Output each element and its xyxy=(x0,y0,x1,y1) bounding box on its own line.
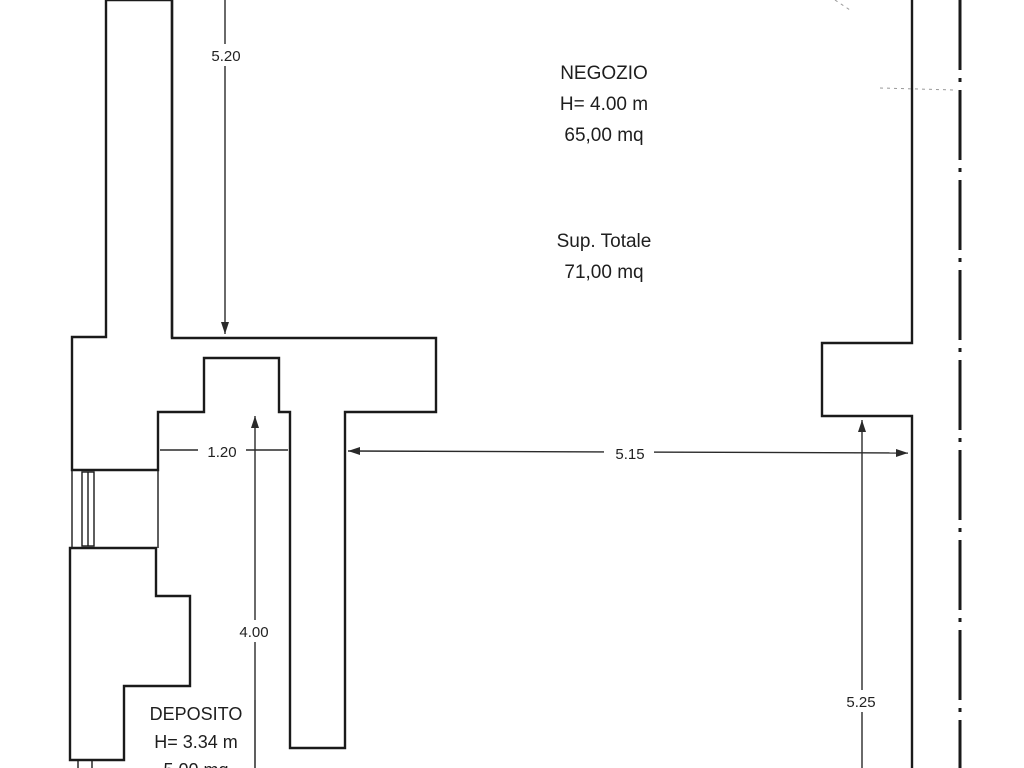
label-bg xyxy=(604,442,654,464)
label-bg xyxy=(134,700,260,768)
dimension-label-shop-depth-top: 5.20 xyxy=(211,48,240,65)
room-height-storage: H= 3.34 m xyxy=(154,732,238,752)
dimension-label-storage-width: 1.20 xyxy=(207,444,236,461)
faint-mark xyxy=(879,87,956,91)
dimension-arrow xyxy=(251,416,259,428)
label-bg xyxy=(203,44,249,66)
dimension-label-storage-depth: 4.00 xyxy=(239,624,268,641)
dimension-arrow xyxy=(858,420,866,432)
total-area-label: Sup. Totale xyxy=(557,231,652,252)
dimension-arrow xyxy=(221,322,229,334)
room-height-shop: H= 4.00 m xyxy=(560,94,648,115)
label-bg xyxy=(198,440,246,462)
room-area-storage: 5,00 mq xyxy=(163,760,228,768)
dimension-arrow xyxy=(896,449,908,457)
room-area-shop: 65,00 mq xyxy=(564,125,643,146)
right-wall-block xyxy=(820,0,914,768)
dimension-arrow xyxy=(348,447,360,455)
room-name-storage: DEPOSITO xyxy=(150,704,243,724)
dimension-label-shop-width: 5.15 xyxy=(615,446,644,463)
label-bg xyxy=(836,690,886,712)
room-name-shop: NEGOZIO xyxy=(560,63,648,84)
label-bg xyxy=(230,620,278,642)
faint-mark xyxy=(834,0,851,11)
dimension-label-shop-depth-bottom: 5.25 xyxy=(846,694,875,711)
total-area-value: 71,00 mq xyxy=(564,262,643,283)
